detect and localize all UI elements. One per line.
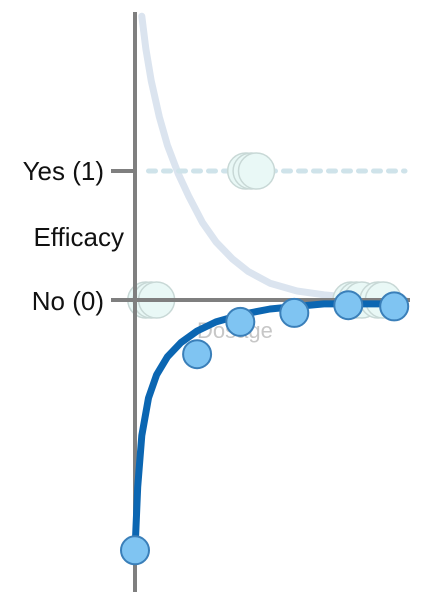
y-tick-label-yes: Yes (1): [23, 156, 104, 186]
blue-data-point: [279, 297, 310, 328]
y-tick-label-no: No (0): [32, 286, 104, 316]
blue-layer: [120, 290, 410, 566]
faded-curve: [138, 12, 409, 304]
axes: Yes (1) No (0) Efficacy Dosage: [23, 12, 410, 592]
faded-data-point: [237, 152, 276, 190]
blue-data-point: [120, 535, 150, 566]
blue-data-point: [225, 306, 256, 337]
blue-data-point: [379, 291, 410, 322]
blue-data-point: [333, 290, 364, 321]
blue-data-point: [182, 339, 213, 370]
y-axis-label: Efficacy: [33, 222, 124, 252]
faded-layer: [127, 12, 409, 319]
